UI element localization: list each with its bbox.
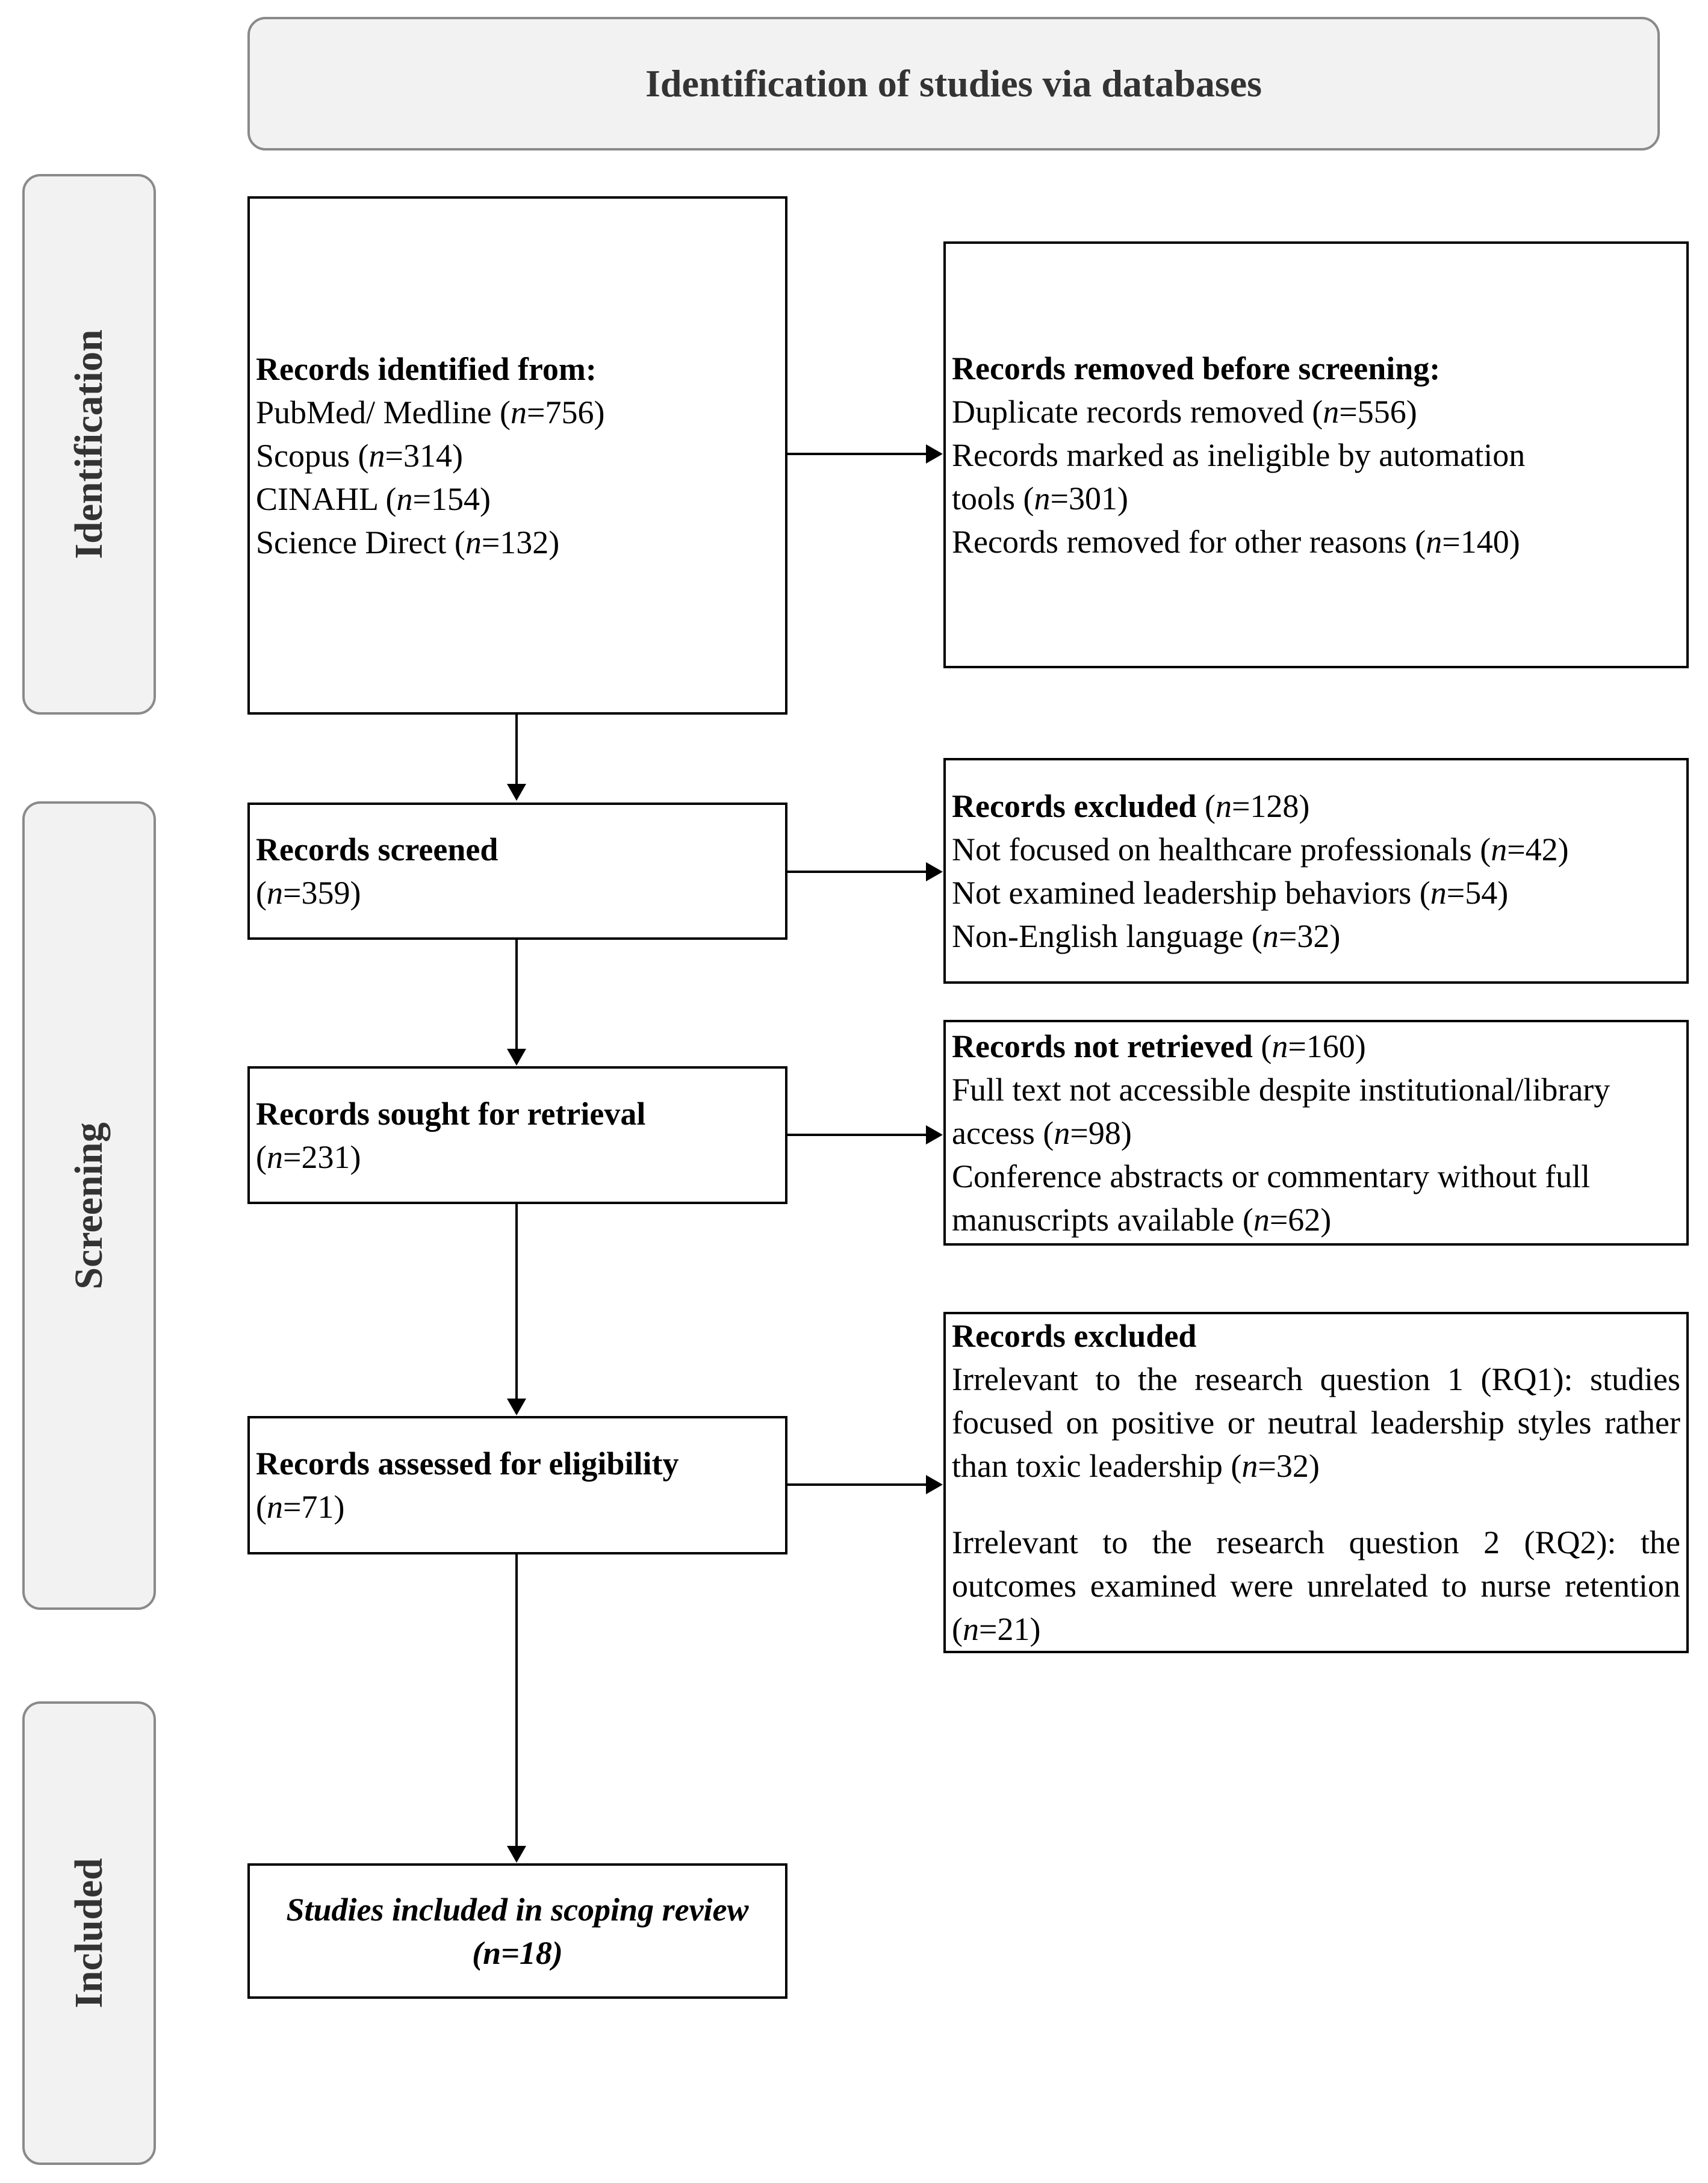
- not-retrieved-item1-line2: access (n=98): [952, 1114, 1132, 1151]
- removed-other: Records removed for other reasons (n=140…: [952, 523, 1520, 560]
- arrowhead-right-2: [926, 862, 943, 881]
- excluded-rq1: Irrelevant to the research question 1 (R…: [952, 1361, 1680, 1484]
- arrowhead-right-3: [926, 1125, 943, 1144]
- arrowhead-down-3: [507, 1399, 526, 1415]
- records-excluded-1-title: Records excluded (n=128): [952, 787, 1310, 824]
- studies-included-box: Studies included in scoping review (n=18…: [247, 1863, 787, 1999]
- records-identified-box: Records identified from: PubMed/ Medline…: [247, 196, 787, 715]
- excluded-rq2: Irrelevant to the research question 2 (R…: [952, 1524, 1680, 1647]
- studies-included-line2: (n=18): [472, 1934, 563, 1971]
- records-screened-box: Records screened (n=359): [247, 803, 787, 940]
- records-removed-box: Records removed before screening: Duplic…: [943, 241, 1689, 668]
- phase-included: Included: [22, 1701, 156, 2165]
- header-title: Identification of studies via databases: [645, 62, 1262, 105]
- records-not-retrieved-title: Records not retrieved (n=160): [952, 1028, 1366, 1064]
- not-retrieved-item2-line2: manuscripts available (n=62): [952, 1201, 1332, 1238]
- studies-included-line1: Studies included in scoping review: [286, 1891, 749, 1928]
- not-retrieved-item1-line1: Full text not accessible despite institu…: [952, 1071, 1610, 1108]
- records-sought-title: Records sought for retrieval: [256, 1095, 646, 1132]
- removed-automation-line1: Records marked as ineligible by automati…: [952, 436, 1526, 473]
- records-identified-title: Records identified from:: [256, 350, 597, 387]
- records-excluded-box-1: Records excluded (n=128) Not focused on …: [943, 758, 1689, 984]
- records-removed-title: Records removed before screening:: [952, 350, 1441, 387]
- removed-duplicate: Duplicate records removed (n=556): [952, 393, 1417, 430]
- records-excluded-box-2: Records excluded Irrelevant to the resea…: [943, 1312, 1689, 1653]
- excluded-not-leadership: Not examined leadership behaviors (n=54): [952, 874, 1509, 911]
- source-cinahl: CINAHL (n=154): [256, 480, 491, 517]
- arrowhead-right-4: [926, 1475, 943, 1494]
- excluded-non-english: Non-English language (n=32): [952, 918, 1341, 954]
- header-banner: Identification of studies via databases: [247, 17, 1660, 151]
- records-sought-count: (n=231): [256, 1138, 361, 1175]
- records-assessed-box: Records assessed for eligibility (n=71): [247, 1416, 787, 1554]
- records-screened-title: Records screened: [256, 831, 498, 868]
- spacer: [952, 1488, 1680, 1521]
- arrowhead-down-2: [507, 1049, 526, 1066]
- phase-identification: Identification: [22, 174, 156, 715]
- not-retrieved-item2-line1: Conference abstracts or commentary witho…: [952, 1158, 1591, 1194]
- records-sought-box: Records sought for retrieval (n=231): [247, 1066, 787, 1204]
- records-assessed-title: Records assessed for eligibility: [256, 1446, 679, 1482]
- removed-automation-line2: tools (n=301): [952, 480, 1128, 517]
- source-pubmed: PubMed/ Medline (n=756): [256, 394, 605, 430]
- records-assessed-count: (n=71): [256, 1489, 345, 1525]
- arrowhead-down-4: [507, 1846, 526, 1863]
- source-scopus: Scopus (n=314): [256, 437, 463, 474]
- records-screened-count: (n=359): [256, 875, 361, 911]
- arrowhead-down-1: [507, 784, 526, 801]
- excluded-not-healthcare: Not focused on healthcare professionals …: [952, 831, 1569, 868]
- phase-screening: Screening: [22, 801, 156, 1610]
- records-not-retrieved-box: Records not retrieved (n=160) Full text …: [943, 1020, 1689, 1246]
- arrowhead-right-1: [926, 444, 943, 464]
- records-excluded-2-title: Records excluded: [952, 1318, 1197, 1354]
- source-science-direct: Science Direct (n=132): [256, 524, 560, 560]
